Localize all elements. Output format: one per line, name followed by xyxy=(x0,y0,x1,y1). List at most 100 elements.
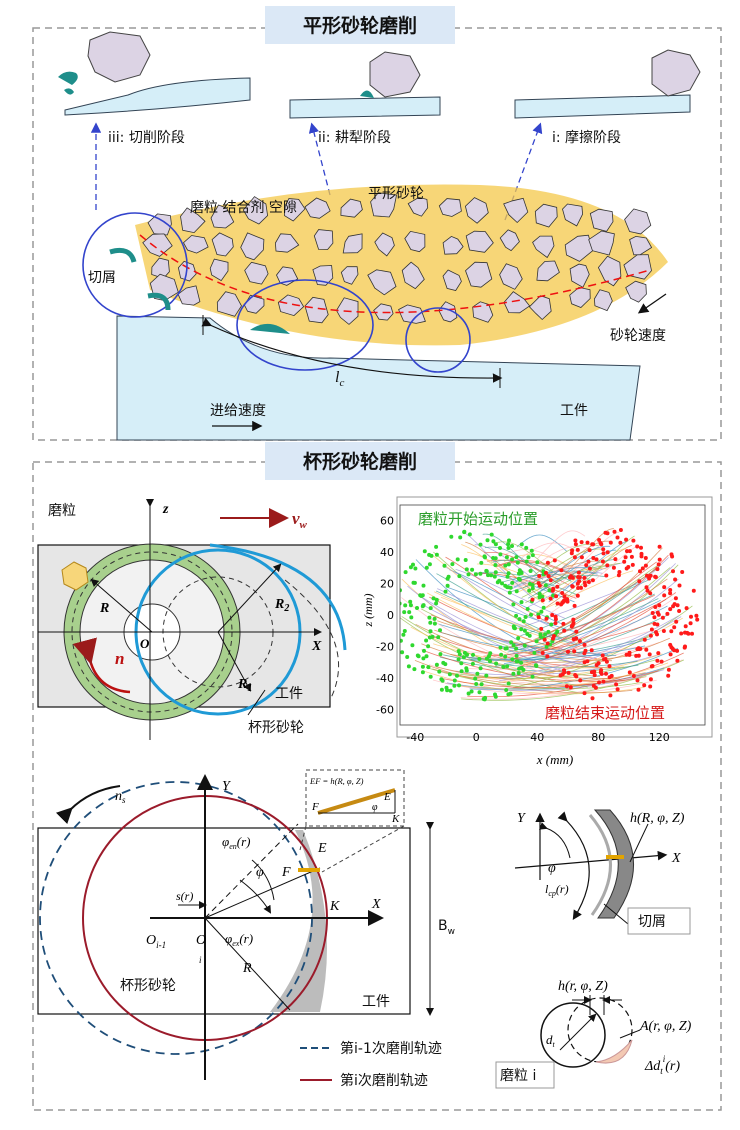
abrasive-grain xyxy=(407,196,429,217)
scatter-point xyxy=(576,570,581,575)
x-tick-label: 0 xyxy=(473,731,480,744)
scatter-point xyxy=(489,573,494,578)
scatter-point xyxy=(637,647,642,652)
scatter-point xyxy=(428,606,433,611)
scatter-point xyxy=(428,674,433,679)
scatter-point xyxy=(623,555,628,560)
scatter-point xyxy=(514,555,519,560)
scatter-point xyxy=(511,671,516,676)
scatter-point xyxy=(584,563,589,568)
scatter-point xyxy=(402,629,407,633)
scatter-point xyxy=(523,615,528,619)
scatter-point xyxy=(430,634,435,639)
abrasive-grain xyxy=(597,255,622,287)
scatter-point xyxy=(428,629,433,634)
scatter-point xyxy=(677,609,682,613)
scatter-point xyxy=(617,570,622,574)
scatter-frame xyxy=(396,496,713,738)
scatter-point xyxy=(562,628,567,633)
scatter-point xyxy=(590,578,595,583)
scatter-point xyxy=(674,619,679,624)
scatter-point xyxy=(408,565,413,570)
grain-label-bottom: 磨粒 i xyxy=(500,1068,536,1084)
scatter-point xyxy=(408,599,413,604)
scatter-point xyxy=(452,683,457,688)
stage2-label: ii: 耕犁阶段 xyxy=(318,129,391,146)
legend-end: 磨粒结束运动位置 xyxy=(545,704,665,722)
scatter-point xyxy=(645,573,649,578)
scatter-point xyxy=(530,674,535,679)
scatter-point xyxy=(640,566,645,571)
scatter-point xyxy=(475,671,480,676)
scatter-point xyxy=(660,615,665,620)
scatter-point xyxy=(544,644,549,649)
trajectory-line xyxy=(421,649,626,682)
scatter-point xyxy=(505,574,510,579)
scatter-point xyxy=(403,570,408,575)
scatter-point xyxy=(529,548,534,553)
scatter-point xyxy=(408,603,413,608)
scatter-point xyxy=(507,538,511,543)
scatter-point xyxy=(578,678,583,683)
O-label: O xyxy=(196,933,206,948)
scatter-point xyxy=(497,578,502,583)
scatter-point xyxy=(514,653,519,658)
scatter-point xyxy=(627,549,632,554)
chip-label-right: 切屑 xyxy=(638,914,666,930)
scatter-point xyxy=(643,563,648,568)
scatter-point xyxy=(673,596,678,601)
contact-length-label: lc xyxy=(335,369,344,389)
ns-label: ns xyxy=(115,789,126,805)
stage-i: i: 摩擦阶段 xyxy=(504,49,701,221)
scatter-point xyxy=(525,607,530,611)
scatter-point xyxy=(537,574,542,578)
scatter-point xyxy=(428,620,433,625)
scatter-point xyxy=(446,574,451,579)
z-axis-label: z xyxy=(162,502,169,517)
scatter-point xyxy=(552,558,557,563)
scatter-point xyxy=(656,651,661,656)
scatter-point xyxy=(511,624,516,629)
abrasive-grain xyxy=(624,208,652,235)
scatter-point xyxy=(489,532,494,537)
scatter-point xyxy=(519,660,524,665)
scatter-point xyxy=(544,616,549,621)
abrasive-grain xyxy=(401,261,425,290)
scatter-point xyxy=(506,571,511,576)
abrasive-grain xyxy=(340,198,363,218)
scatter-point xyxy=(672,602,677,607)
scatter-point xyxy=(666,667,671,672)
inset-K: K xyxy=(391,813,400,825)
scatter-point xyxy=(401,632,406,637)
scatter-point xyxy=(579,540,584,545)
scatter-point xyxy=(615,535,620,540)
scatter-point xyxy=(530,586,535,591)
scatter-point xyxy=(438,652,443,657)
stage3-label: iii: 切削阶段 xyxy=(108,130,185,146)
wheel-speed-arrow xyxy=(637,293,667,314)
scatter-point xyxy=(566,670,571,675)
scatter-point xyxy=(642,683,647,688)
scatter-point xyxy=(422,648,426,653)
scatter-point xyxy=(555,584,560,589)
abrasive-grain xyxy=(242,196,269,225)
scatter-point xyxy=(618,528,623,532)
scatter-point xyxy=(668,591,673,596)
scatter-point xyxy=(590,696,595,701)
scatter-point xyxy=(473,676,478,681)
scatter-point xyxy=(482,554,487,559)
abrasive-grain xyxy=(464,197,489,224)
scatter-point xyxy=(618,540,623,545)
abrasive-grain xyxy=(593,289,613,312)
abrasive-grain xyxy=(367,269,397,296)
trajectory-line xyxy=(446,667,665,690)
scatter-point xyxy=(546,629,551,634)
abrasive-grain xyxy=(569,286,591,308)
scatter-point xyxy=(400,650,405,655)
workpiece-label: 工件 xyxy=(560,403,588,419)
scatter-point xyxy=(648,591,653,596)
trajectory-line xyxy=(484,546,556,583)
section2-title-box xyxy=(265,442,455,480)
grain-label: 磨粒 xyxy=(48,503,76,519)
scatter-point xyxy=(549,622,554,627)
